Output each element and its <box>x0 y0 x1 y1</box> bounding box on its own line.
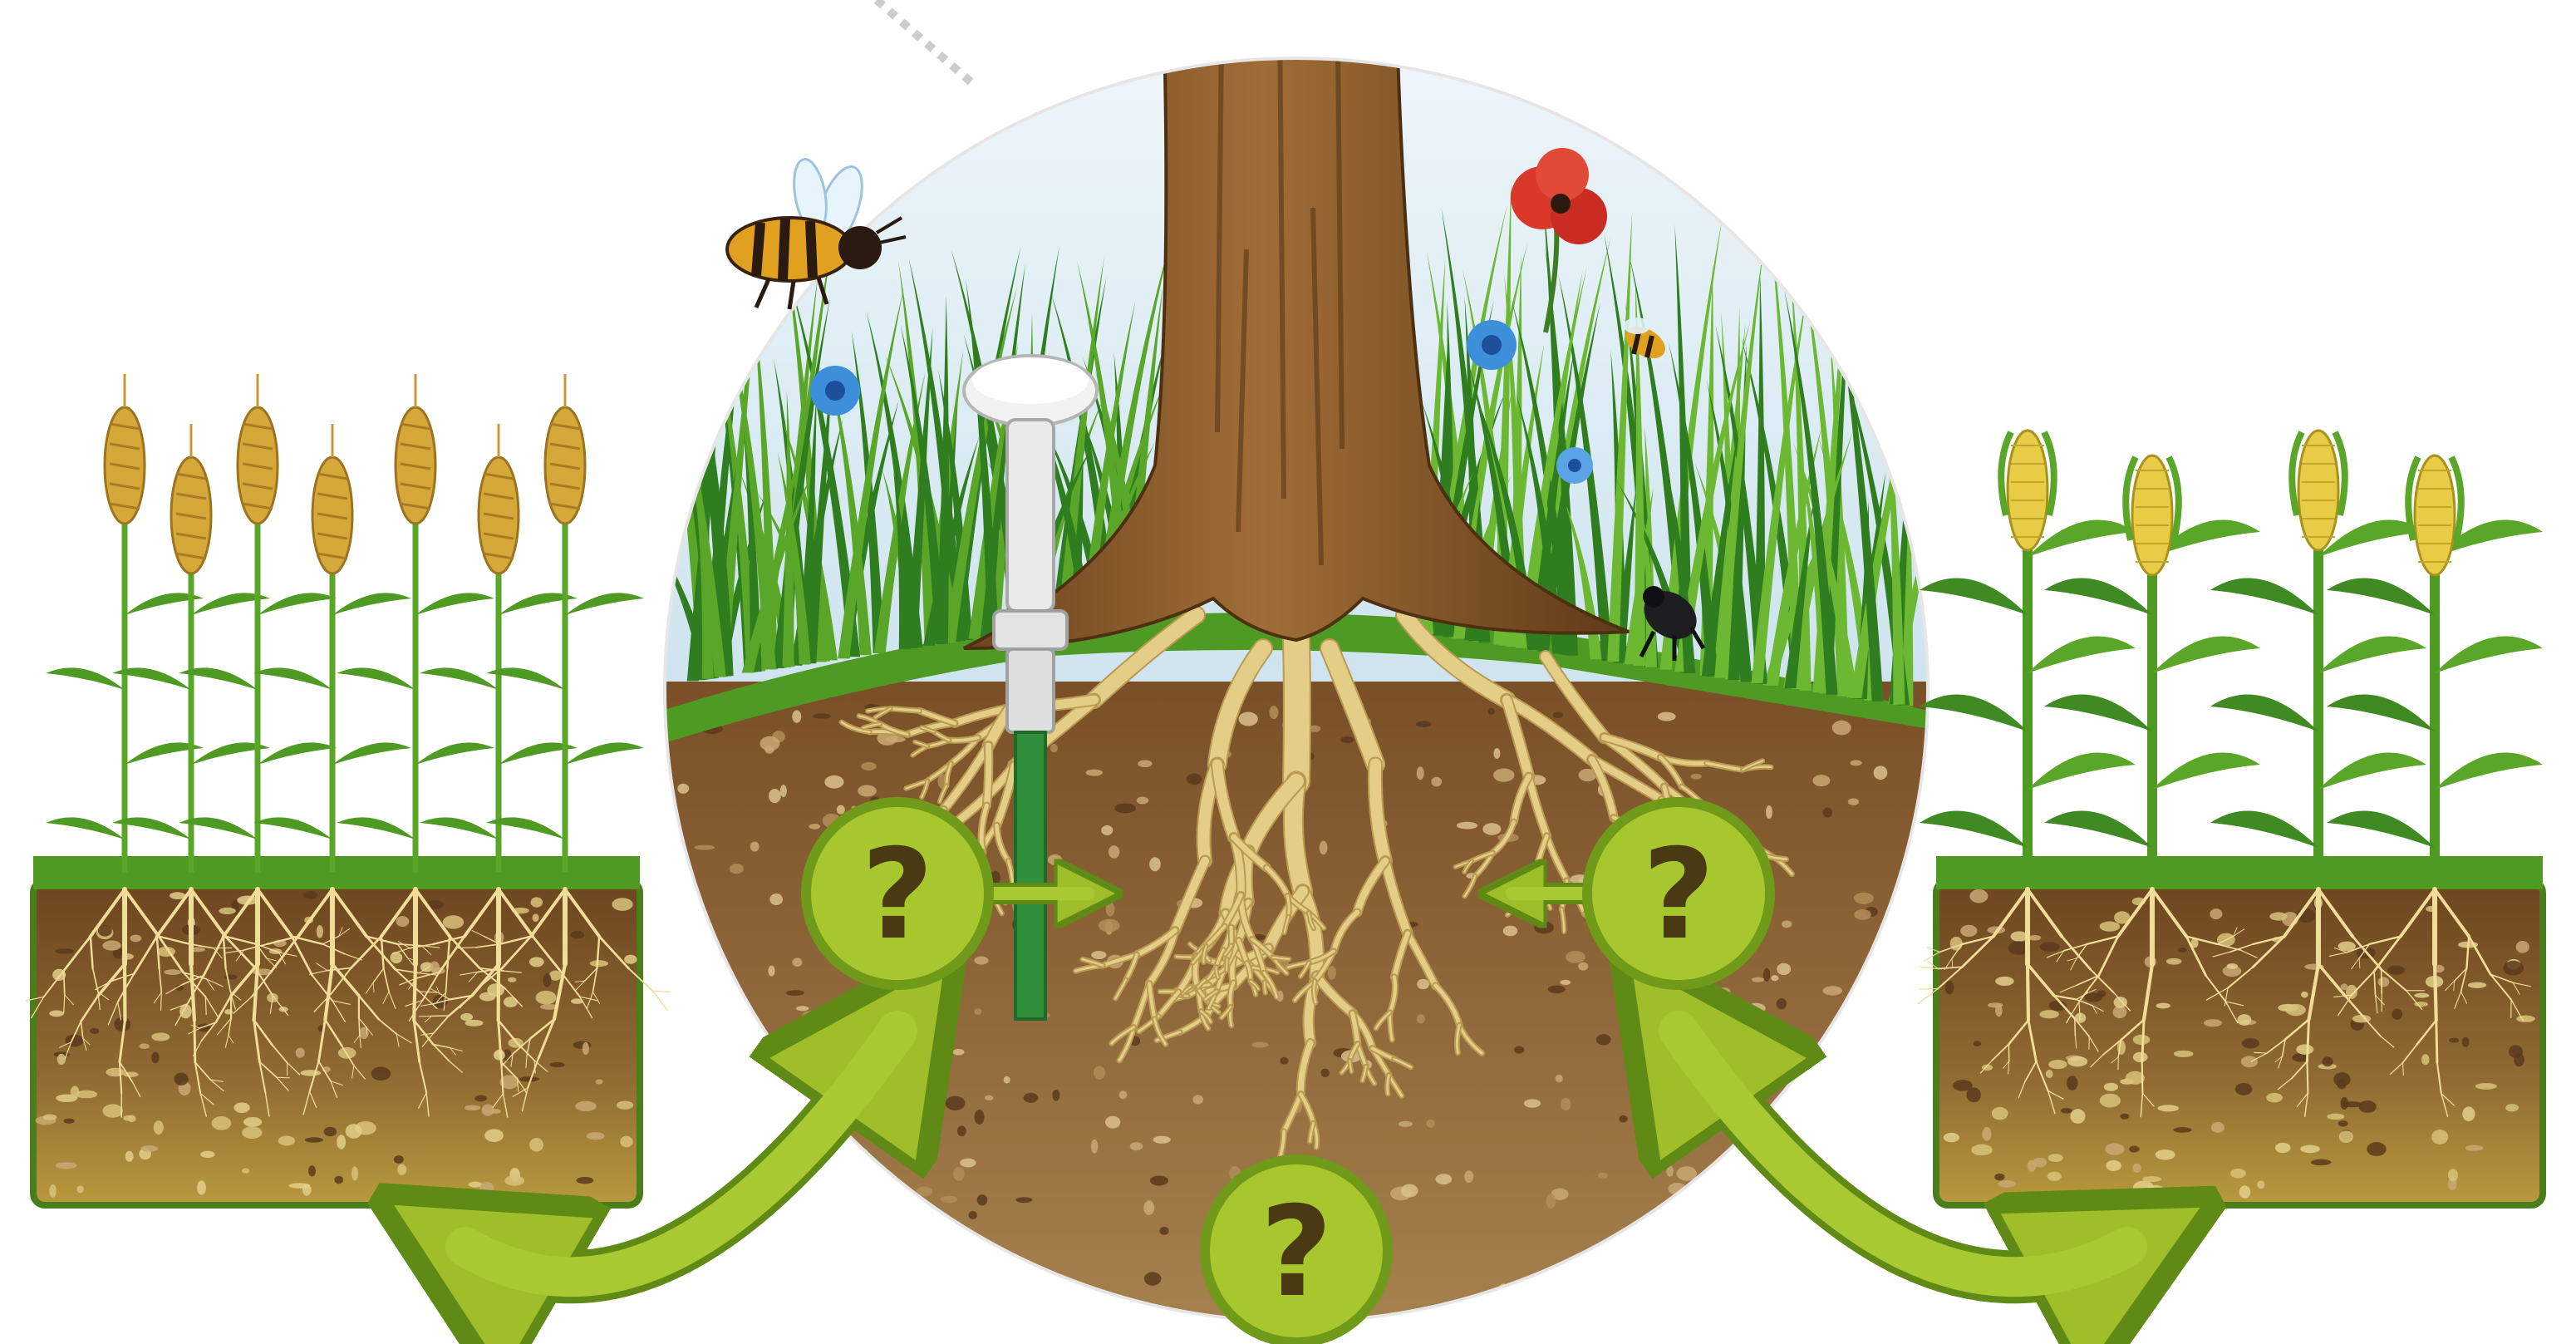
question-mark-icon: ? <box>861 823 933 967</box>
dotted-guide-line <box>877 0 972 83</box>
corn-field-panel <box>1918 431 2543 1205</box>
question-badge-right: ? <box>1587 802 1770 985</box>
question-badge-bottom: ? <box>1205 1159 1388 1342</box>
question-badge-left: ? <box>806 802 989 985</box>
wheat-field-panel <box>27 374 671 1205</box>
question-mark-icon: ? <box>1260 1180 1332 1325</box>
question-mark-icon: ? <box>1642 823 1714 967</box>
